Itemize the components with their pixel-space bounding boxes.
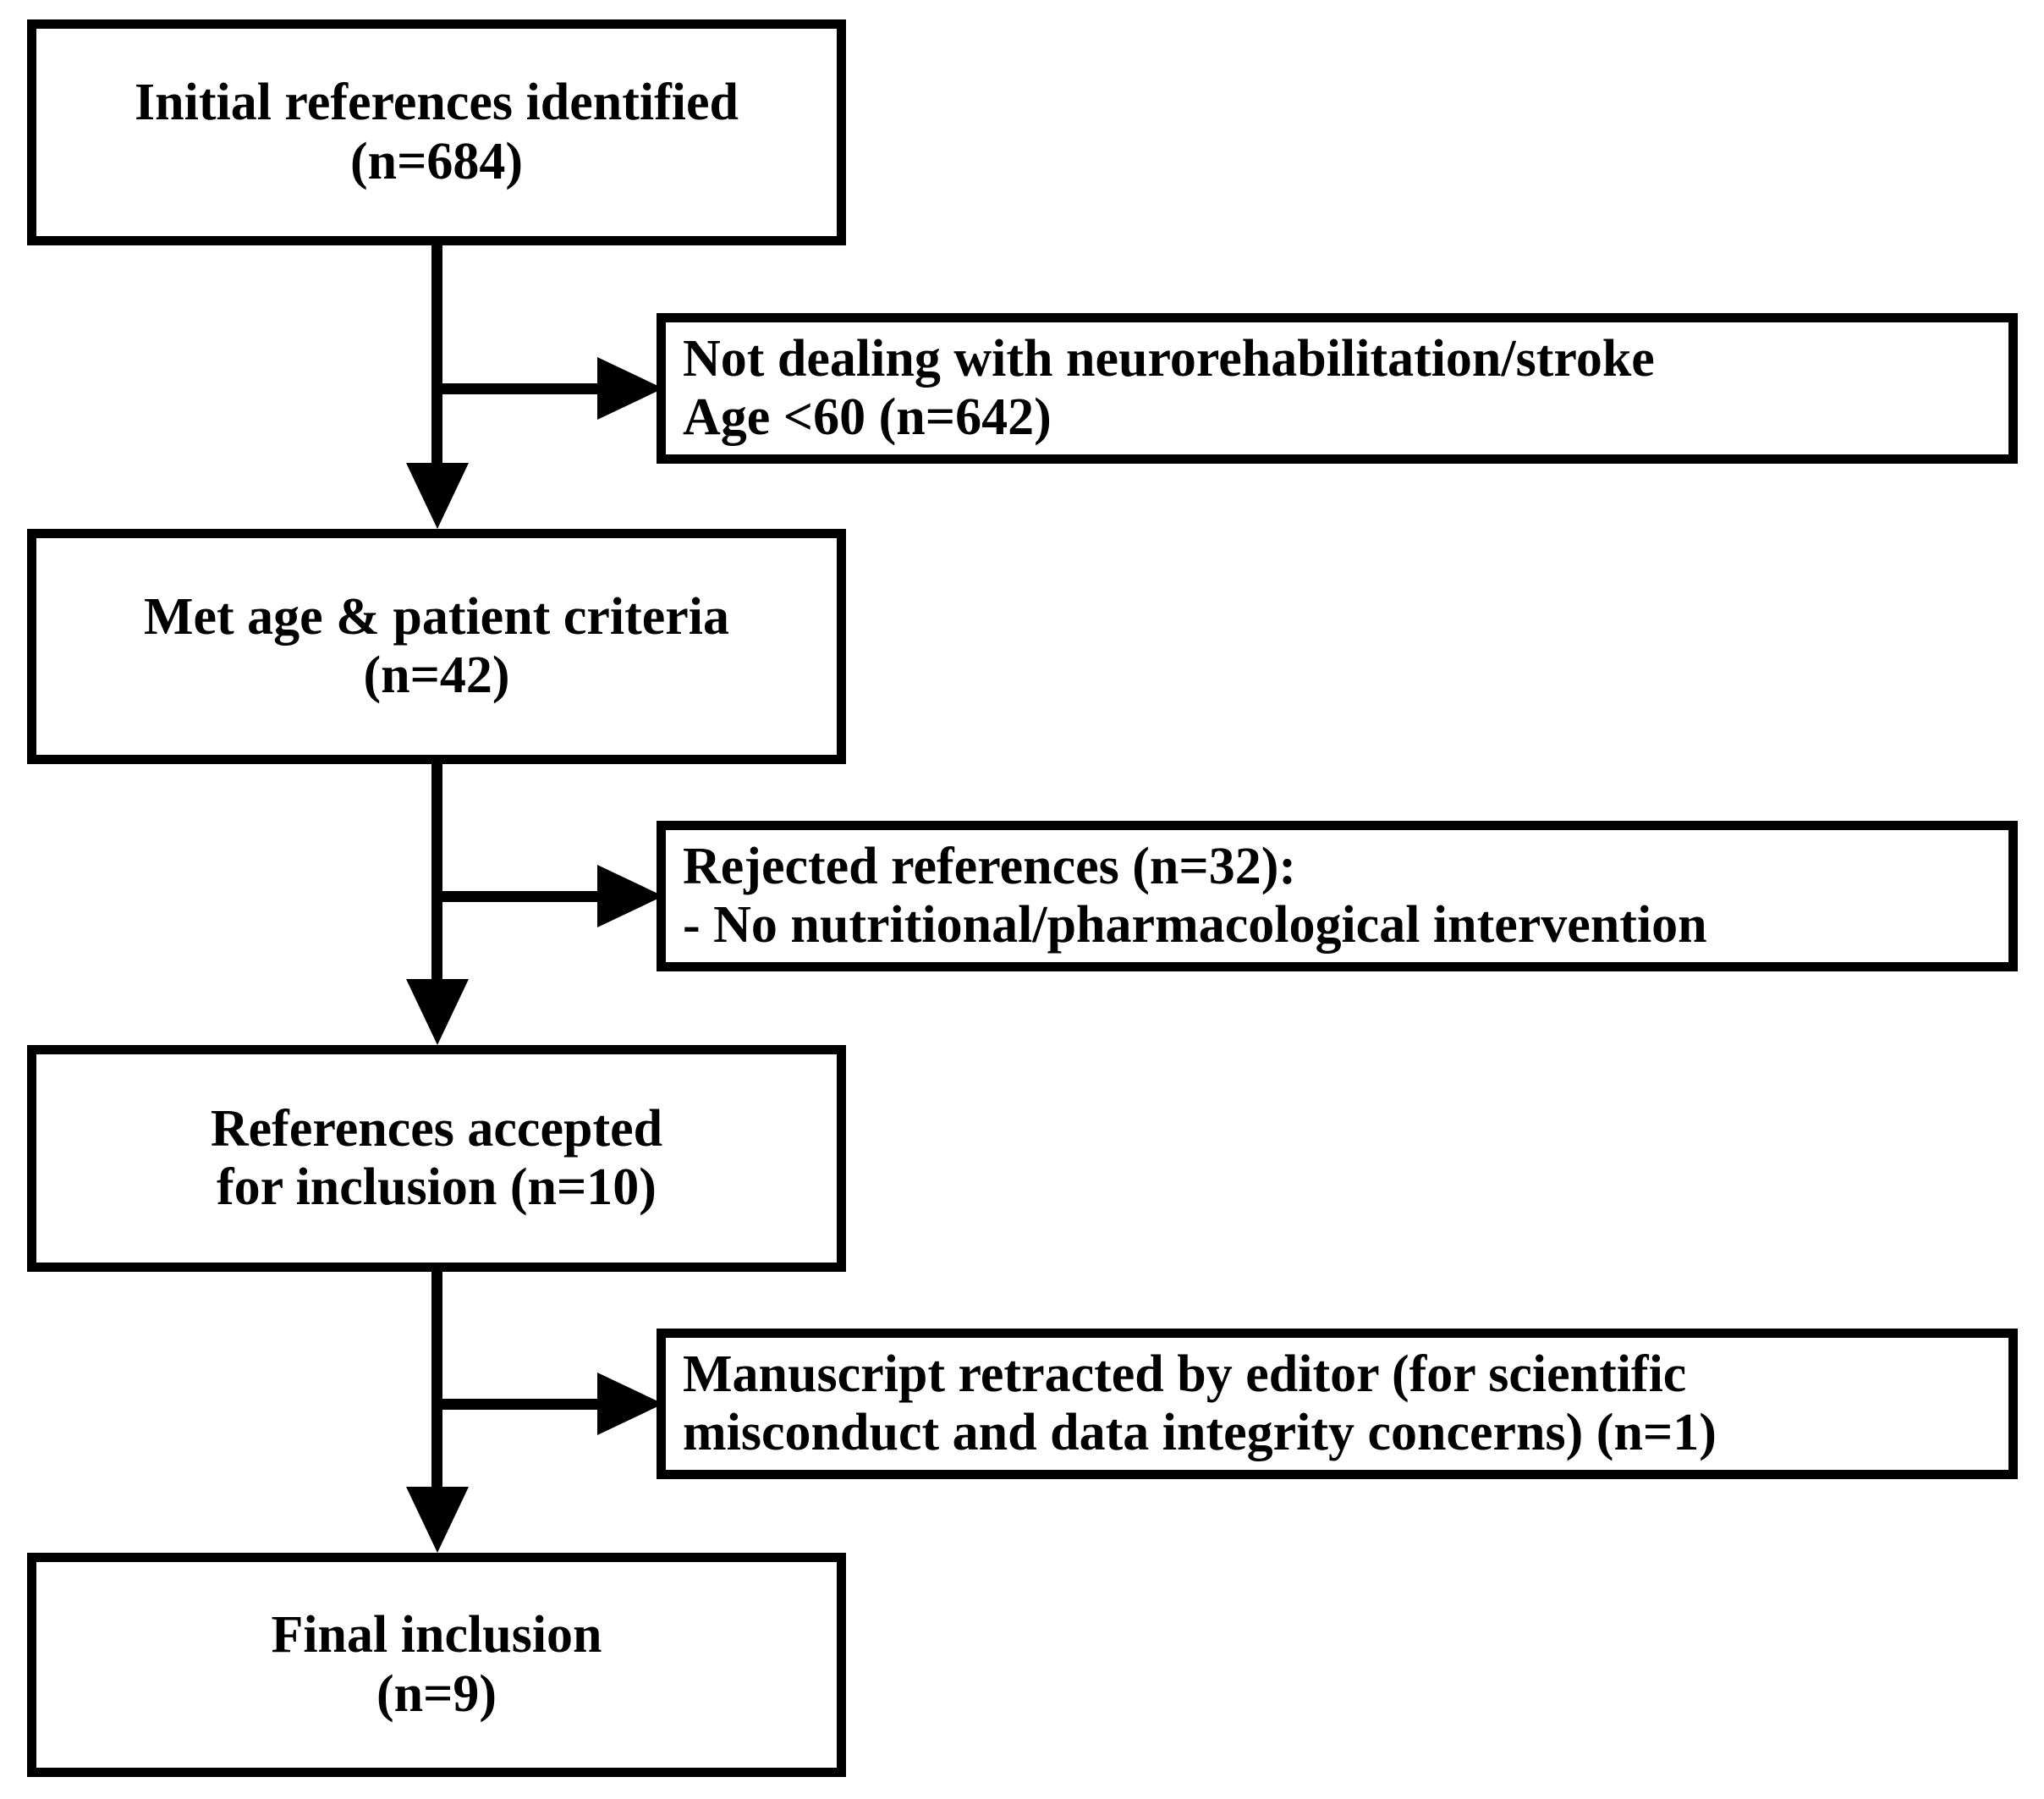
node-accepted-references-line2: for inclusion (n=10)	[217, 1158, 657, 1216]
node-rejected-references-line1: Rejected references (n=32):	[683, 837, 1297, 895]
node-retracted-manuscript: Manuscript retracted by editor (for scie…	[657, 1329, 2018, 1479]
connector-1-vertical-line	[431, 245, 442, 463]
node-initial-references-line2: (n=684)	[349, 132, 524, 190]
node-final-inclusion-line2: (n=9)	[376, 1664, 497, 1723]
node-excluded-topic-age: Not dealing with neurorehabilitation/str…	[657, 313, 2018, 464]
node-initial-references: Initial references identified (n=684)	[27, 19, 846, 245]
node-excluded-topic-age-line2: Age <60 (n=642)	[683, 388, 1052, 446]
node-final-inclusion: Final inclusion (n=9)	[27, 1553, 846, 1777]
connector-2-down-arrowhead	[406, 979, 469, 1045]
node-accepted-references-line1: References accepted	[210, 1099, 663, 1158]
node-rejected-references-line2: - No nutritional/pharmacological interve…	[683, 896, 1707, 954]
node-retracted-manuscript-line2: misconduct and data integrity concerns) …	[683, 1404, 1717, 1461]
node-excluded-topic-age-line1: Not dealing with neurorehabilitation/str…	[683, 329, 1655, 388]
connector-1-right-arrowhead	[597, 357, 663, 420]
connector-1-horizontal-line	[431, 383, 621, 394]
node-accepted-references: References accepted for inclusion (n=10)	[27, 1045, 846, 1272]
connector-2-right-arrowhead	[597, 865, 663, 927]
node-met-criteria: Met age & patient criteria (n=42)	[27, 529, 846, 764]
node-final-inclusion-line1: Final inclusion	[271, 1606, 602, 1664]
connector-2-vertical-line	[431, 764, 442, 979]
connector-3-down-arrowhead	[406, 1487, 469, 1553]
connector-3-horizontal-line	[431, 1399, 621, 1410]
node-retracted-manuscript-line1: Manuscript retracted by editor (for scie…	[683, 1345, 1687, 1403]
node-met-criteria-line2: (n=42)	[363, 646, 510, 704]
node-met-criteria-line1: Met age & patient criteria	[143, 587, 730, 646]
connector-3-vertical-line	[431, 1272, 442, 1487]
connector-1-down-arrowhead	[406, 463, 469, 529]
connector-3-right-arrowhead	[597, 1373, 663, 1435]
node-initial-references-line1: Initial references identified	[134, 74, 739, 132]
node-rejected-references: Rejected references (n=32): - No nutriti…	[657, 821, 2018, 971]
connector-2-horizontal-line	[431, 891, 621, 902]
